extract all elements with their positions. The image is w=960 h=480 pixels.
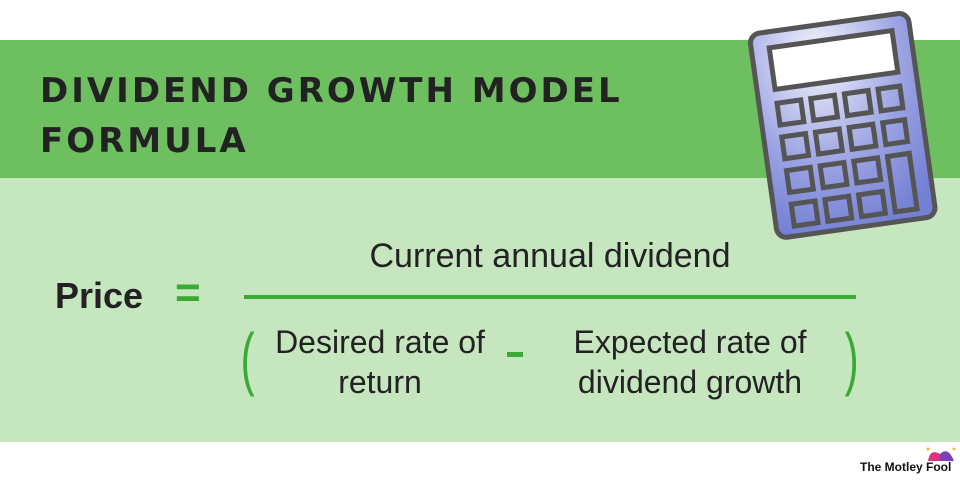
equals-sign: =: [175, 268, 201, 317]
left-parenthesis: (: [240, 319, 255, 397]
expected-dividend-growth: Expected rate of dividend growth: [573, 324, 807, 400]
minus-sign: -: [507, 352, 523, 357]
price-label: Price: [55, 275, 144, 316]
calculator-icon: [747, 11, 938, 240]
desired-rate-of-return: Desired rate of return: [275, 324, 485, 400]
motley-fool-logo: The Motley Fool: [860, 446, 960, 480]
right-parenthesis: ): [844, 319, 859, 397]
logo-text: The Motley Fool: [860, 460, 952, 474]
numerator: Current annual dividend: [369, 237, 731, 275]
page-title: Dividend Growth Model Formula: [40, 71, 623, 161]
jester-hat-icon: [926, 447, 956, 461]
fraction-bar: [244, 295, 856, 299]
